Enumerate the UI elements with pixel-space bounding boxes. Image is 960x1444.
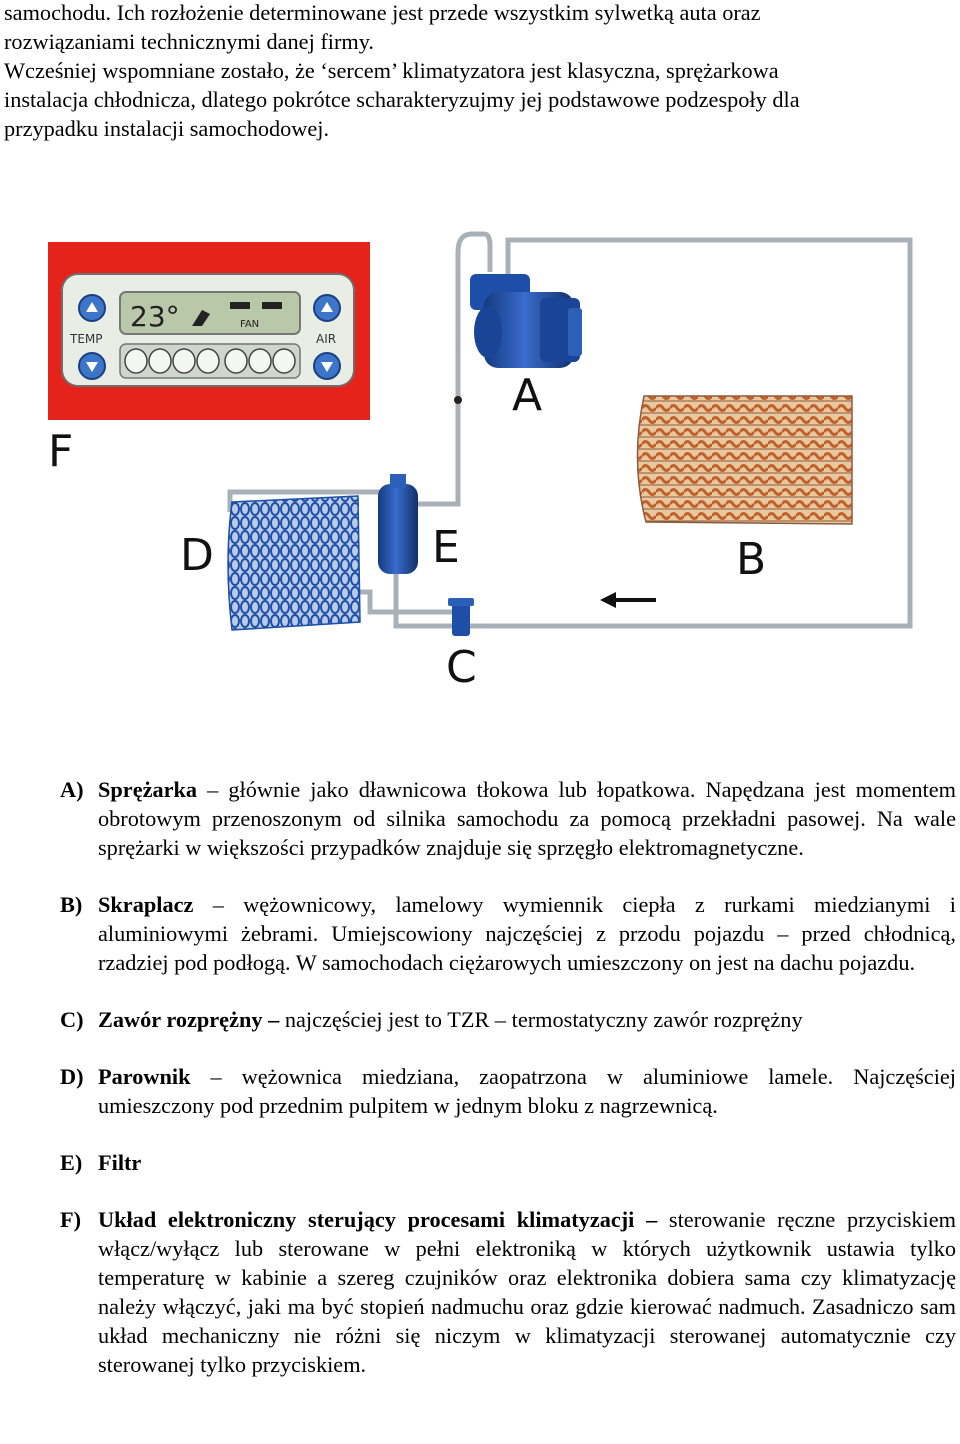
legend-term: Filtr bbox=[98, 1150, 142, 1175]
legend-item-c: C) Zawór rozprężny – najczęściej jest to… bbox=[60, 1005, 956, 1034]
legend-label: F) bbox=[60, 1207, 82, 1232]
label-F: F bbox=[48, 426, 73, 477]
mode-indicator bbox=[230, 302, 250, 309]
legend-description: najczęściej jest to TZR – termostatyczny… bbox=[279, 1007, 803, 1032]
label-E: E bbox=[432, 522, 460, 573]
label-A: A bbox=[512, 370, 542, 421]
ac-system-diagram: TEMP AIR 23° FAN F bbox=[40, 222, 920, 693]
arrow-down-icon bbox=[86, 362, 98, 372]
evaporator bbox=[227, 495, 361, 631]
legend-item-f: F) Układ elektroniczny sterujący procesa… bbox=[60, 1205, 956, 1379]
flow-arrow-icon bbox=[600, 592, 656, 608]
control-panel: TEMP AIR 23° FAN bbox=[48, 242, 370, 420]
legend-description: – wężownicowy, lamelowy wymiennik ciepła… bbox=[98, 892, 956, 975]
label-C: C bbox=[446, 642, 477, 692]
segment-buttons-row bbox=[119, 343, 301, 379]
legend-term: Zawór rozprężny – bbox=[98, 1007, 280, 1032]
arrow-up-icon bbox=[86, 302, 98, 312]
compressor bbox=[470, 274, 582, 368]
legend-item-d: D) Parownik – wężownica miedziana, zaopa… bbox=[60, 1062, 956, 1120]
intro-line: Wcześniej wspomniane zostało, że ‘sercem… bbox=[4, 58, 779, 83]
legend-description: – wężownica miedziana, zaopatrzona w alu… bbox=[98, 1064, 956, 1118]
air-label: AIR bbox=[316, 332, 336, 346]
arrow-down-icon bbox=[321, 362, 333, 372]
arrow-up-icon bbox=[321, 302, 333, 312]
ac-diagram-svg: TEMP AIR 23° FAN F bbox=[48, 231, 913, 693]
legend-item-a: A) Sprężarka – głównie jako dławnicowa t… bbox=[60, 775, 956, 862]
legend-label: A) bbox=[60, 777, 84, 802]
fan-speed-icon bbox=[192, 310, 210, 326]
legend-label: E) bbox=[60, 1150, 83, 1175]
label-B: B bbox=[736, 534, 766, 585]
label-D: D bbox=[180, 530, 214, 581]
intro-line: instalacja chłodnicza, dlatego pokrótce … bbox=[4, 87, 800, 112]
legend-item-b: B) Skraplacz – wężownicowy, lamelowy wym… bbox=[60, 890, 956, 977]
legend-term: Skraplacz bbox=[98, 892, 194, 917]
lcd-display bbox=[119, 291, 301, 335]
legend-term: Sprężarka bbox=[98, 777, 198, 802]
legend-term: Układ elektroniczny sterujący procesami … bbox=[98, 1207, 658, 1232]
temp-label: TEMP bbox=[69, 332, 103, 346]
filter-drier bbox=[378, 474, 418, 574]
fan-label: FAN bbox=[240, 319, 259, 330]
intro-paragraph: samochodu. Ich rozłożenie determinowane … bbox=[4, 0, 956, 143]
legend-label: D) bbox=[60, 1064, 84, 1089]
pipe-sensor-dot bbox=[454, 396, 462, 404]
expansion-valve bbox=[448, 598, 474, 636]
mode-indicator bbox=[262, 302, 282, 309]
intro-line: samochodu. Ich rozłożenie determinowane … bbox=[4, 0, 761, 25]
legend-label: C) bbox=[60, 1007, 84, 1032]
intro-line: przypadku instalacji samochodowej. bbox=[4, 116, 330, 141]
legend-description: sterowanie ręczne przyciskiem włącz/wyłą… bbox=[98, 1207, 956, 1377]
intro-line: rozwiązaniami technicznymi danej firmy. bbox=[4, 29, 375, 54]
component-legend: A) Sprężarka – głównie jako dławnicowa t… bbox=[60, 775, 956, 1407]
temp-readout: 23° bbox=[130, 300, 180, 333]
condenser bbox=[636, 395, 853, 525]
legend-item-e: E) Filtr bbox=[60, 1148, 956, 1177]
legend-description: – głównie jako dławnicowa tłokowa lub ło… bbox=[98, 777, 956, 860]
legend-label: B) bbox=[60, 892, 83, 917]
legend-term: Parownik bbox=[98, 1064, 191, 1089]
